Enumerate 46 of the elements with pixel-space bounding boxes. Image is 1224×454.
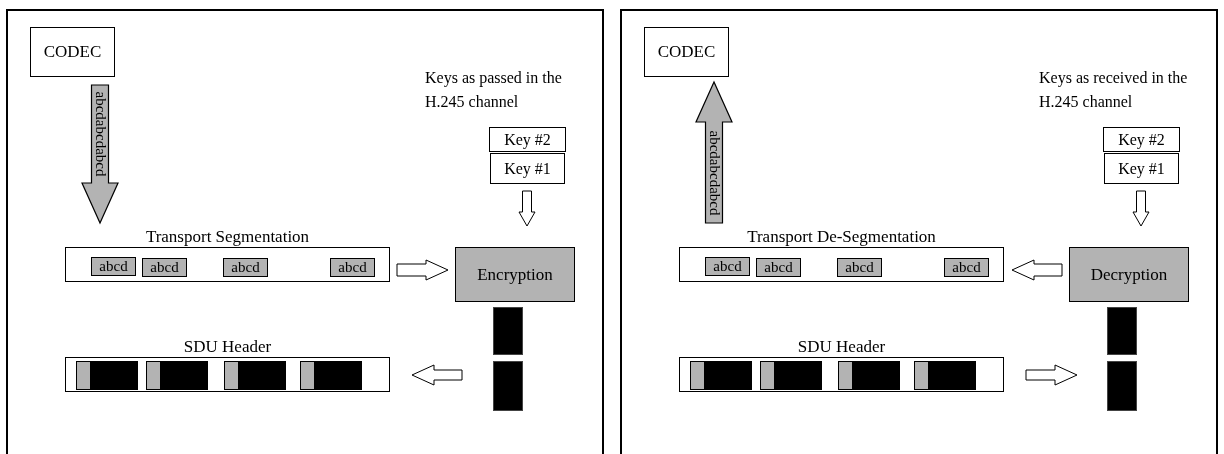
bar-heading: Transport Segmentation xyxy=(145,227,310,245)
data-chip: abcd xyxy=(944,258,989,277)
encrypted-block xyxy=(1107,307,1137,355)
sdu-packet xyxy=(300,361,362,390)
data-chip: abcd xyxy=(330,258,375,277)
data-chip: abcd xyxy=(705,257,750,276)
block-arrow xyxy=(396,259,449,281)
data-chip: abcd xyxy=(837,258,882,277)
data-chip: abcd xyxy=(756,258,801,277)
block-arrow xyxy=(518,190,536,227)
codec-box: CODEC xyxy=(30,27,115,77)
data-chip: abcd xyxy=(142,258,187,277)
key-box: Key #1 xyxy=(490,153,565,184)
key-box: Key #1 xyxy=(1104,153,1179,184)
sdu-packet xyxy=(690,361,752,390)
data-flow-arrow xyxy=(81,84,119,225)
note-text: Keys as passed in the H.245 channel xyxy=(425,68,563,112)
encrypted-block xyxy=(1107,361,1137,411)
block-arrow xyxy=(1011,259,1063,281)
block-arrow xyxy=(1025,364,1078,386)
data-chip: abcd xyxy=(223,258,268,277)
key-box: Key #2 xyxy=(1103,127,1180,152)
panel-frame xyxy=(6,9,604,454)
key-box: Key #2 xyxy=(489,127,566,152)
sdu-packet xyxy=(76,361,138,390)
block-arrow xyxy=(411,364,463,386)
note-text: Keys as received in the H.245 channel xyxy=(1039,68,1189,112)
bar-heading: Transport De-Segmentation xyxy=(747,227,936,245)
data-flow-arrow xyxy=(695,80,733,224)
edge-label: abcdabcdabcd xyxy=(706,130,722,215)
codec-box: CODEC xyxy=(644,27,729,77)
edge-label: abcdabcdabcd xyxy=(92,91,108,177)
sdu-packet xyxy=(838,361,900,390)
sdu-packet xyxy=(760,361,822,390)
panel-frame xyxy=(620,9,1218,454)
bar-heading: SDU Header xyxy=(183,337,272,355)
data-chip: abcd xyxy=(91,257,136,276)
encrypted-block xyxy=(493,361,523,411)
block-arrow xyxy=(1132,190,1150,227)
encrypted-block xyxy=(493,307,523,355)
process-box: Decryption xyxy=(1069,247,1189,302)
sdu-packet xyxy=(224,361,286,390)
sdu-packet xyxy=(914,361,976,390)
process-box: Encryption xyxy=(455,247,575,302)
bar-heading: SDU Header xyxy=(797,337,886,355)
sdu-packet xyxy=(146,361,208,390)
